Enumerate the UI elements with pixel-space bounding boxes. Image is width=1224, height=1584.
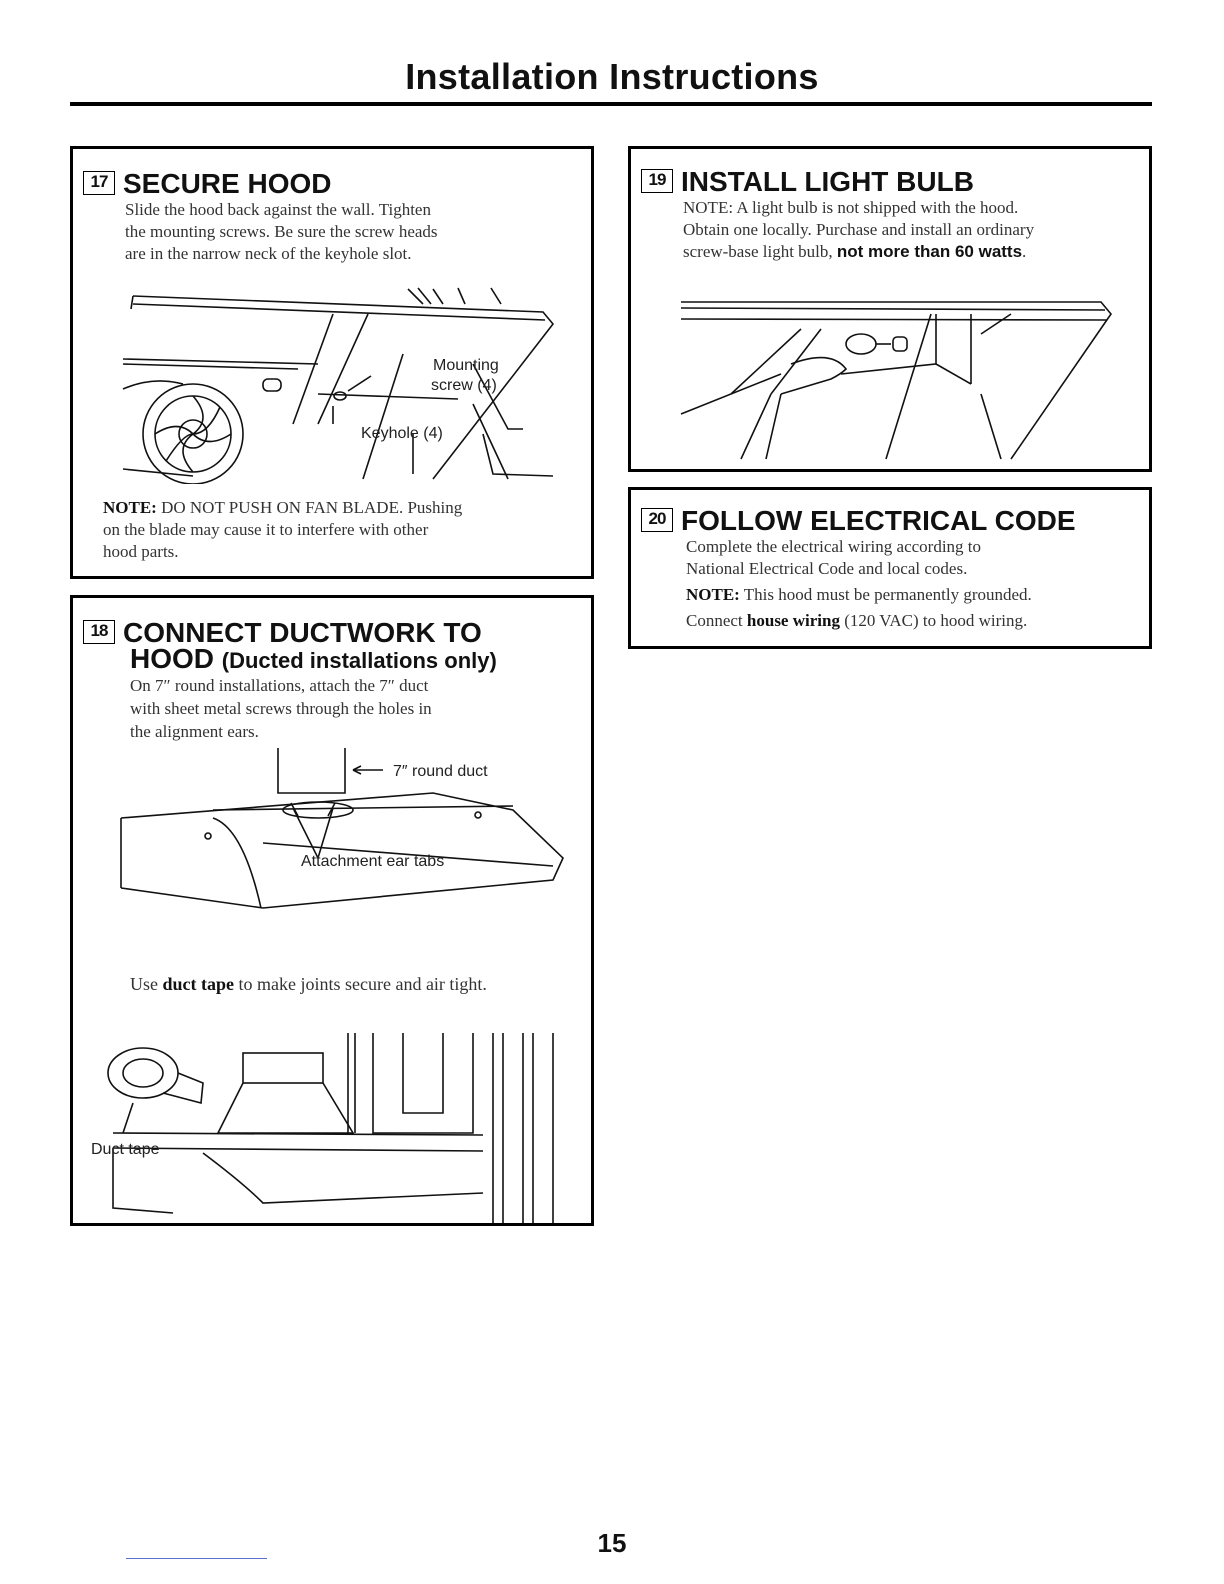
step-18-tape-text: Use duct tape to make joints secure and …: [130, 973, 487, 995]
step-20-line: Complete the electrical wiring according…: [686, 537, 982, 556]
step-18-title-hood: HOOD: [130, 643, 214, 674]
ductwork-illustration: 7″ round duct Attachment ear tabs: [120, 748, 564, 909]
step-17-title: SECURE HOOD: [123, 168, 332, 199]
page-number: 15: [597, 1528, 627, 1558]
secure-hood-illustration: Mounting screw (4) Keyhole (4): [122, 287, 555, 484]
tape-text-bold: duct tape: [162, 974, 235, 994]
step-20-box: 20 FOLLOW ELECTRICAL CODE Complete the el…: [628, 487, 1152, 649]
step-17-box: 17 SECURE HOOD Slide the hood back agains…: [70, 146, 594, 579]
keyhole-label: Keyhole (4): [361, 425, 443, 442]
step-17-note-label: NOTE:: [103, 498, 157, 517]
step-20-note-text: This hood must be permanently grounded.: [739, 585, 1032, 604]
step-20-heading: 20 FOLLOW ELECTRICAL CODE: [641, 506, 1076, 536]
step-19-number: 19: [641, 168, 673, 193]
step-17-note-line: DO NOT PUSH ON FAN BLADE. Pushing: [156, 498, 463, 517]
step-17-heading: 17 SECURE HOOD: [83, 169, 331, 199]
step-18-text: On 7″ round installations, attach the 7″…: [130, 674, 432, 743]
round-duct-label: 7″ round duct: [393, 763, 488, 780]
step-18-line: with sheet metal screws through the hole…: [130, 699, 432, 718]
step-20-note-label: NOTE:: [686, 585, 740, 604]
step-20-connect-pre: Connect: [686, 611, 747, 630]
step-19-box: 19 INSTALL LIGHT BULB NOTE: A light bulb …: [628, 146, 1152, 472]
step-17-note-line: hood parts.: [103, 542, 179, 561]
wattage-warning: not more than 60 watts: [836, 242, 1023, 261]
step-18-heading: 18 CONNECT DUCTWORK TO: [83, 618, 482, 648]
tape-text-post: to make joints secure and air tight.: [234, 974, 487, 994]
step-20-text: Complete the electrical wiring according…: [686, 536, 1032, 632]
step-20-note: NOTE: This hood must be permanently grou…: [686, 584, 1032, 606]
step-18-number: 18: [83, 619, 115, 644]
footer-rule: [126, 1558, 267, 1559]
page-title: Installation Instructions: [405, 56, 819, 97]
house-wiring-term: house wiring: [746, 611, 840, 630]
step-18-subtitle: (Ducted installations only): [221, 648, 497, 673]
step-19-title: INSTALL LIGHT BULB: [681, 166, 974, 197]
step-18-line: On 7″ round installations, attach the 7″…: [130, 676, 429, 695]
step-19-heading: 19 INSTALL LIGHT BULB: [641, 167, 974, 197]
step-20-title: FOLLOW ELECTRICAL CODE: [681, 505, 1076, 536]
step-17-note-line: on the blade may cause it to interfere w…: [103, 520, 429, 539]
step-19-line3-pre: screw-base light bulb,: [683, 242, 837, 261]
step-20-number: 20: [641, 507, 673, 532]
step-17-line: Slide the hood back against the wall. Ti…: [125, 200, 431, 219]
step-20-connect: Connect house wiring (120 VAC) to hood w…: [686, 610, 1032, 632]
step-18-title: CONNECT DUCTWORK TO: [123, 617, 482, 648]
step-17-line: the mounting screws. Be sure the screw h…: [125, 222, 438, 241]
step-18-box: 18 CONNECT DUCTWORK TO HOOD (Ducted insta…: [70, 595, 594, 1226]
light-bulb-illustration: [680, 301, 1113, 460]
step-18-line: the alignment ears.: [130, 722, 259, 741]
title-divider: [70, 102, 1152, 106]
step-19-line-3: screw-base light bulb, not more than 60 …: [683, 241, 1034, 263]
step-20-connect-post: (120 VAC) to hood wiring.: [839, 611, 1028, 630]
step-20-line: National Electrical Code and local codes…: [686, 559, 968, 578]
step-17-text: Slide the hood back against the wall. Ti…: [125, 199, 438, 265]
step-19-text: NOTE: A light bulb is not shipped with t…: [683, 197, 1034, 263]
step-17-line: are in the narrow neck of the keyhole sl…: [125, 244, 412, 263]
duct-tape-label: Duct tape: [91, 1141, 160, 1158]
screw-label: screw (4): [431, 377, 497, 394]
step-19-line: NOTE: A light bulb is not shipped with t…: [683, 198, 1019, 217]
step-18-heading-line2: HOOD (Ducted installations only): [130, 644, 497, 676]
step-17-number: 17: [83, 170, 115, 195]
step-19-line: Obtain one locally. Purchase and install…: [683, 220, 1035, 239]
duct-tape-illustration: Duct tape: [91, 1033, 554, 1223]
ear-tabs-label: Attachment ear tabs: [301, 853, 444, 870]
mounting-label: Mounting: [433, 357, 499, 374]
step-17-note: NOTE: DO NOT PUSH ON FAN BLADE. Pushing …: [103, 497, 462, 563]
tape-text-pre: Use: [130, 974, 163, 994]
step-19-line3-post: .: [1022, 242, 1027, 261]
